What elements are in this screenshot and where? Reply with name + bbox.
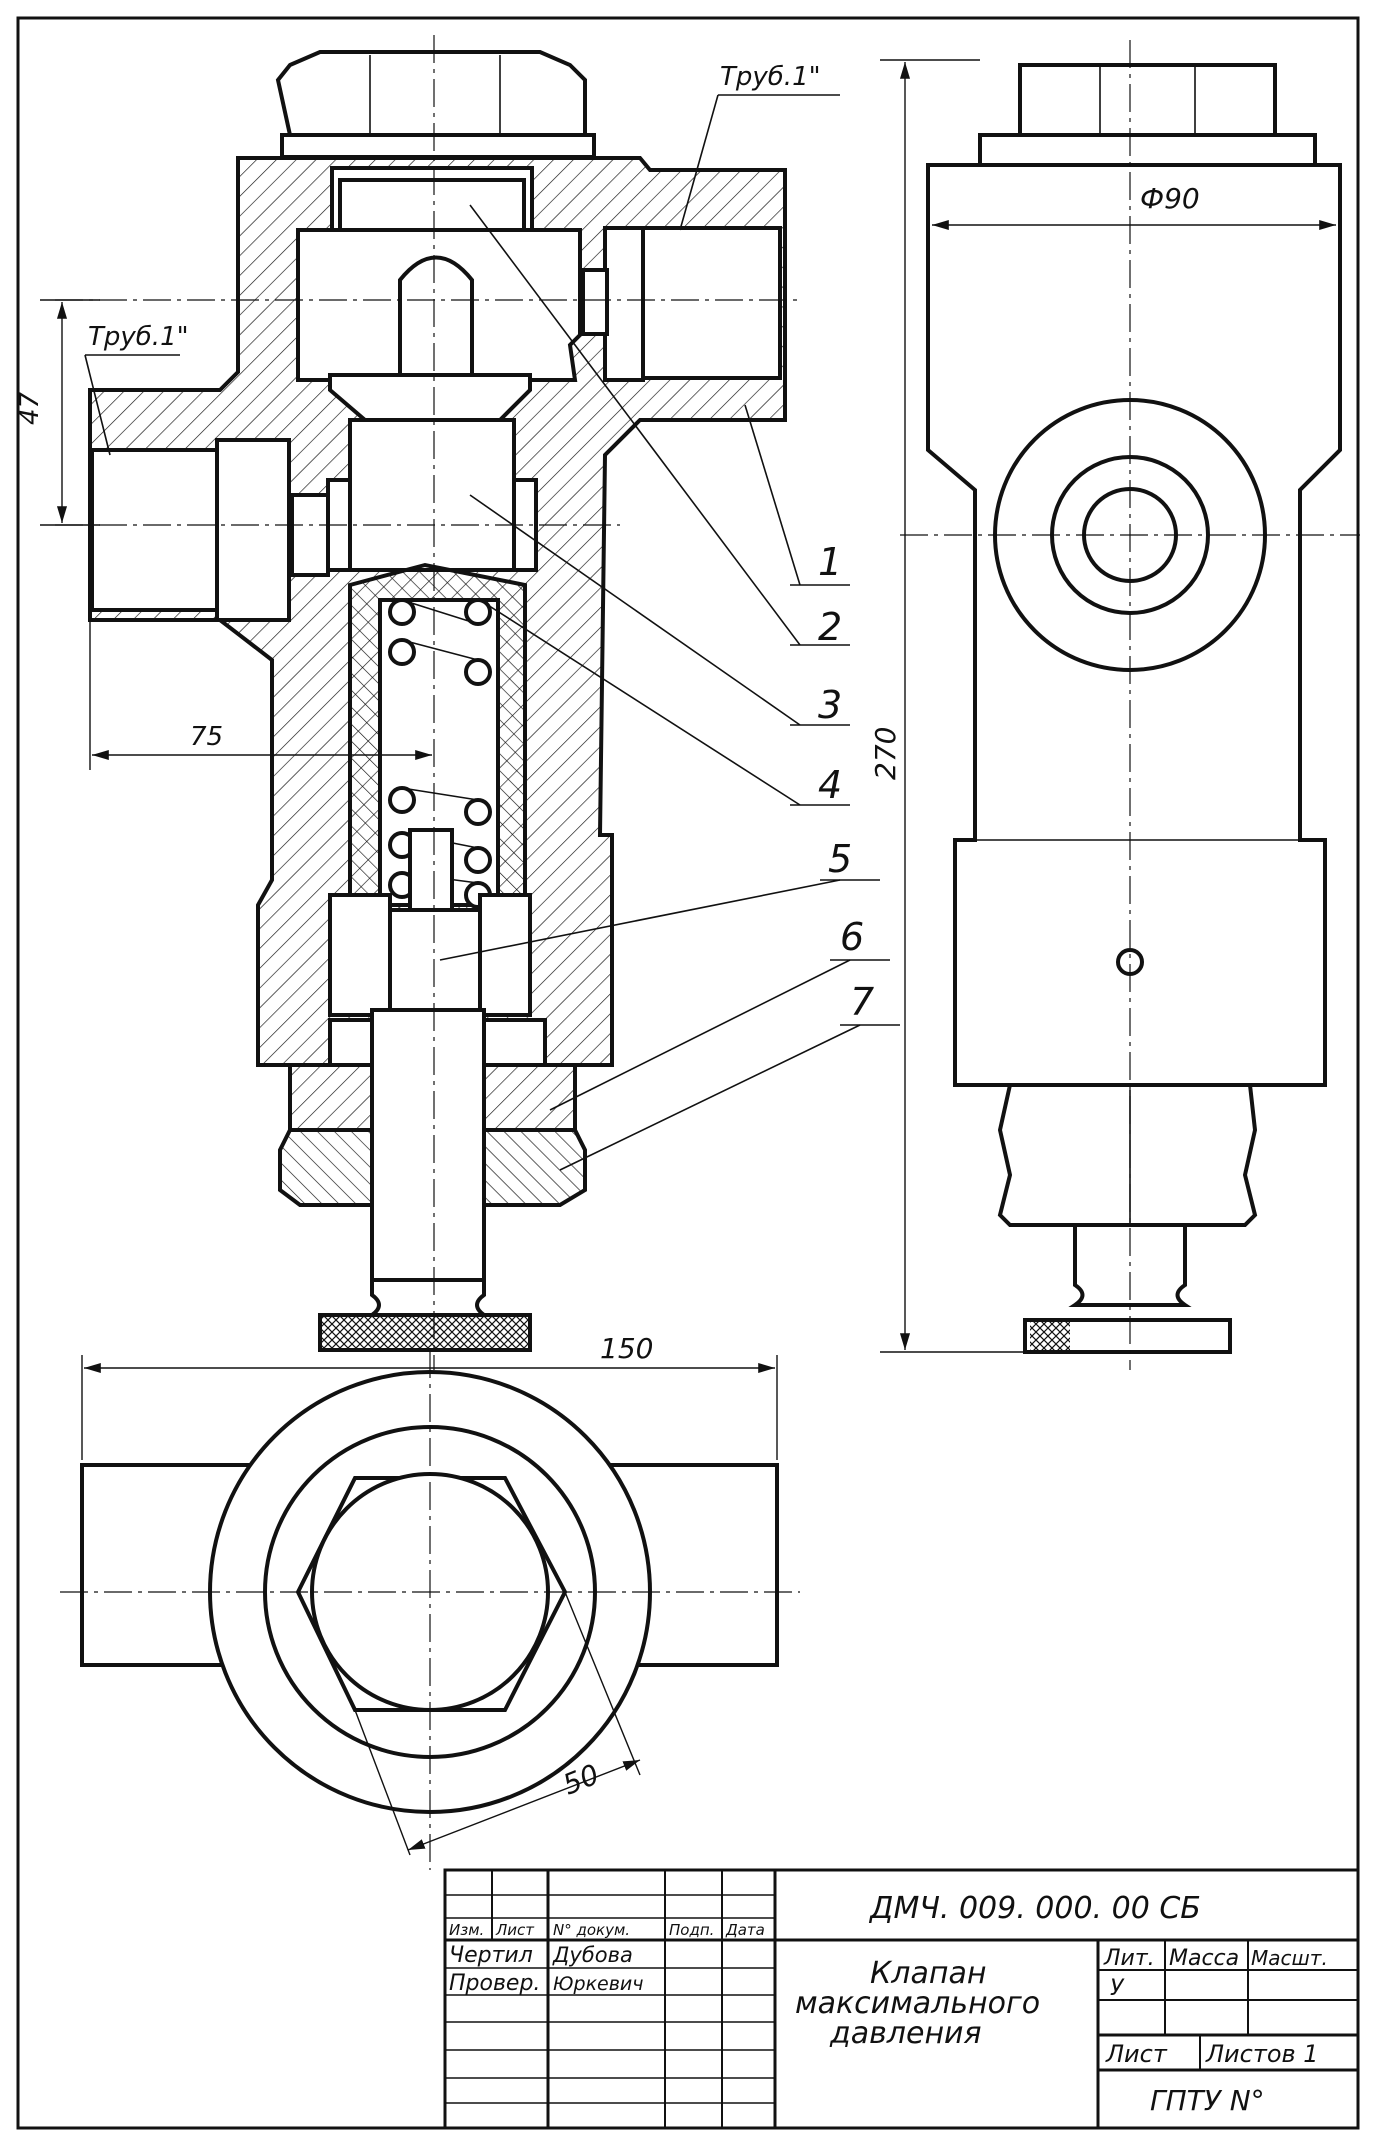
tb-hdr-list: Лист — [495, 1921, 535, 1939]
tb-drawn-role: Чертил — [449, 1943, 533, 1968]
tb-sheet: Лист — [1105, 2040, 1168, 2068]
tb-checked-name: Юркевич — [553, 1973, 644, 1995]
tb-hdr-date: Дата — [725, 1921, 765, 1939]
tb-checked-role: Провер. — [449, 1971, 540, 1996]
tb-org: ГПТУ N° — [1150, 2084, 1265, 2117]
callout-numbers: 1 2 3 4 5 6 7 — [818, 540, 874, 1024]
dim-dia90: Ф90 — [1140, 182, 1200, 215]
dim-270: 270 — [869, 727, 902, 780]
tb-title-l2: максимального — [795, 1986, 1040, 2021]
pipe-label-top: Труб.1" — [720, 62, 821, 92]
tb-lit-val: У — [1110, 1976, 1125, 2001]
callout-leaders — [439, 204, 900, 1171]
dim-75: 75 — [190, 722, 223, 752]
tb-title-l3: давления — [829, 2016, 982, 2051]
valve-disk — [328, 373, 532, 422]
tb-hdr-izm: Изм. — [449, 1921, 484, 1939]
callout-2: 2 — [818, 605, 842, 649]
tb-hdr-sign: Подп. — [669, 1921, 714, 1939]
tb-drawn-name: Дубова — [552, 1943, 633, 1967]
tb-hdr-doc: N° докум. — [553, 1921, 630, 1939]
plunger — [388, 908, 482, 1012]
title-block: Изм. Лист N° докум. Подп. Дата Чертил Ду… — [443, 1868, 1360, 2130]
callout-6: 6 — [840, 915, 864, 959]
tb-mass: Масса — [1169, 1946, 1239, 1971]
handwheel — [318, 1313, 532, 1352]
side-view: Ф90 270 — [869, 40, 1360, 1370]
cap-nut — [275, 50, 587, 137]
tb-title-l1: Клапан — [870, 1956, 986, 1991]
callout-1: 1 — [818, 540, 842, 584]
tb-scale: Масшт. — [1251, 1946, 1328, 1970]
callout-4: 4 — [818, 763, 842, 807]
dim-150: 150 — [600, 1332, 653, 1365]
top-view: 150 50 — [60, 1332, 800, 1870]
callout-5: 5 — [828, 837, 852, 881]
tb-doc-code: ДМЧ. 009. 000. 00 СБ — [868, 1891, 1201, 1926]
pipe-label-left: Труб.1" — [88, 322, 189, 352]
spring — [388, 598, 492, 909]
callout-7: 7 — [850, 980, 874, 1024]
front-section-view: Труб.1" Труб.1" 47 75 — [15, 35, 900, 1370]
callout-3: 3 — [818, 683, 842, 727]
tb-sheets: Листов 1 — [1205, 2040, 1319, 2068]
dim-47: 47 — [15, 391, 45, 425]
tb-lit: Лит. — [1103, 1946, 1155, 1971]
